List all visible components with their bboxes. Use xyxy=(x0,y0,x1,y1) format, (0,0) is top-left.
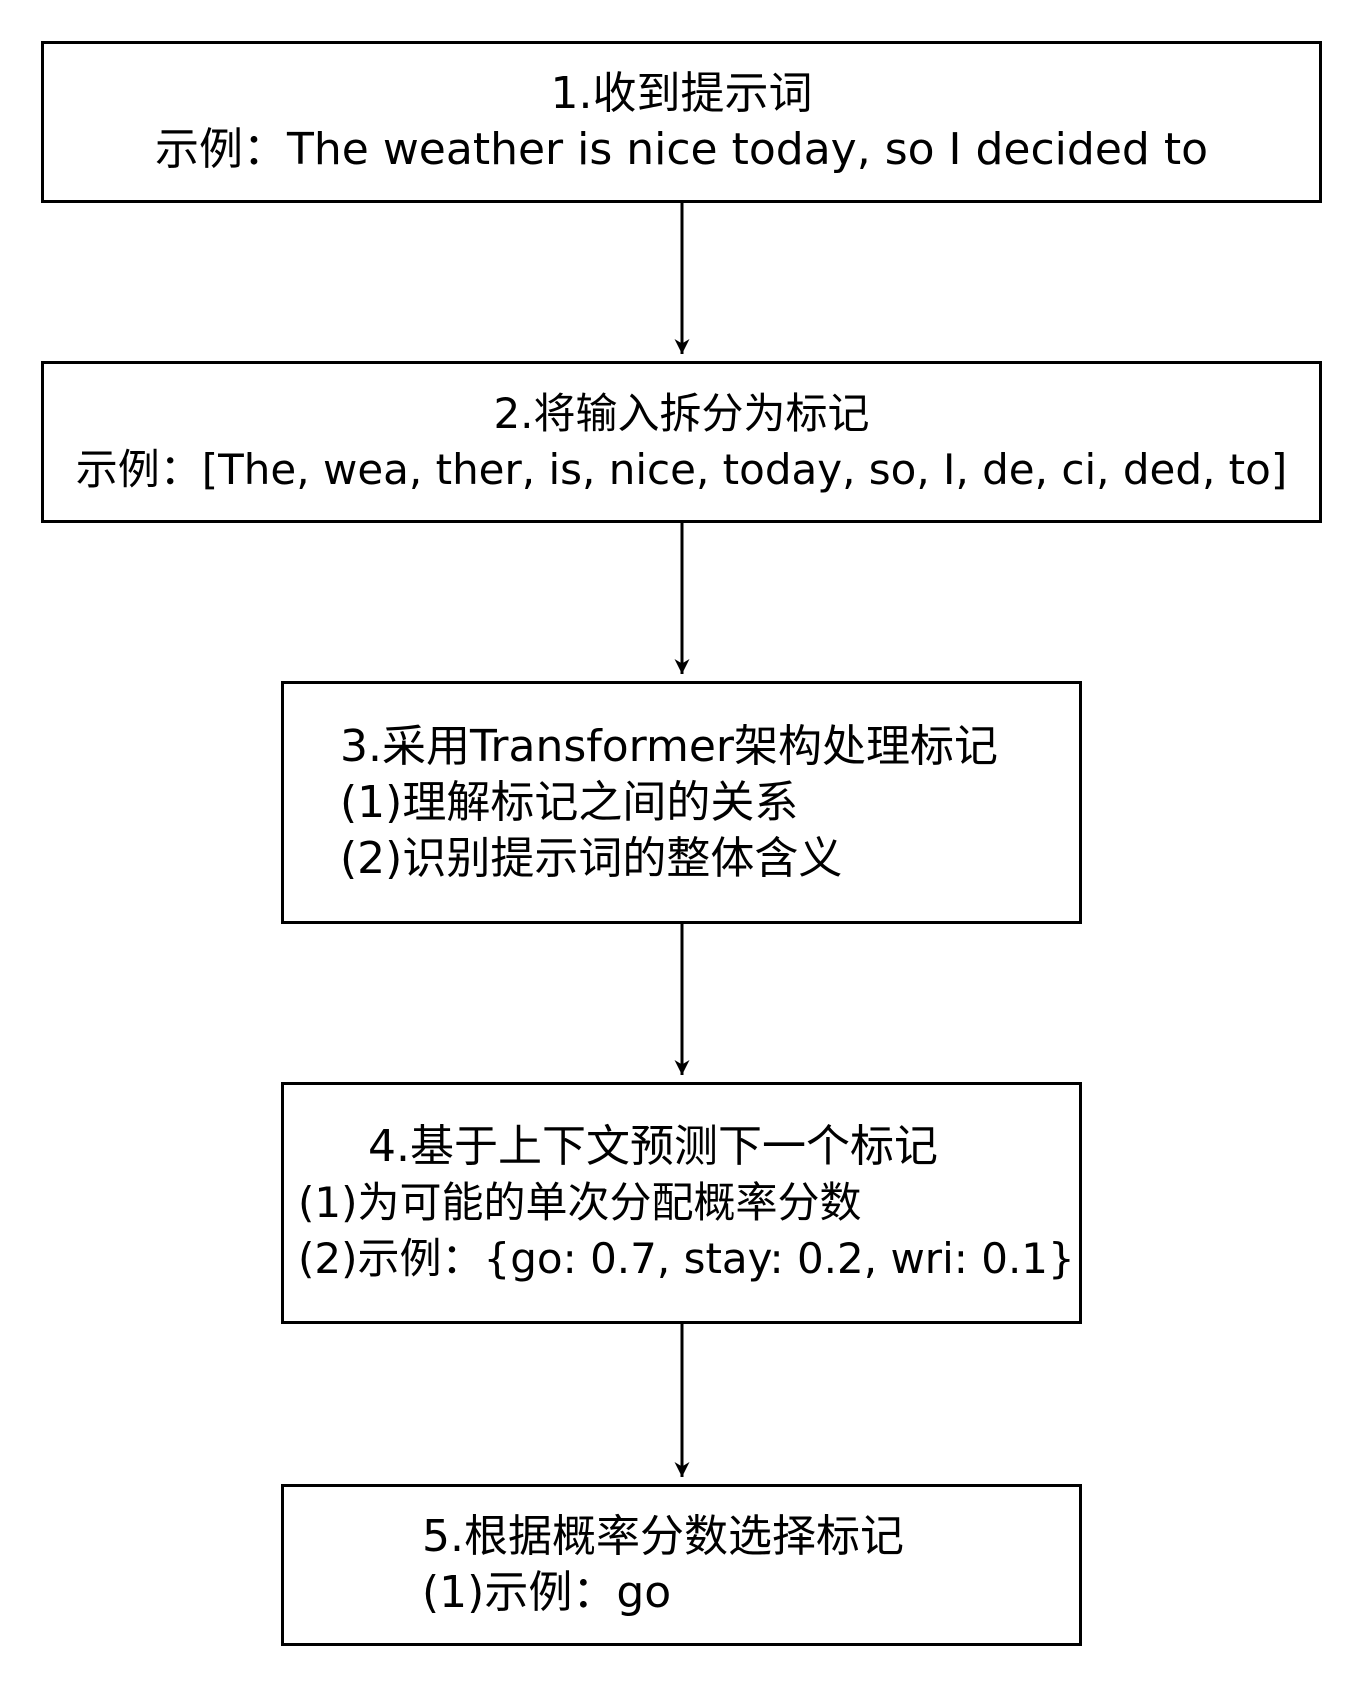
step-1-box: 1.收到提示词 示例：The weather is nice today, so… xyxy=(41,41,1322,203)
step-1-title: 1.收到提示词 xyxy=(550,68,813,119)
step-5-box: 5.根据概率分数选择标记 (1)示例：go xyxy=(281,1484,1082,1646)
step-4-box: 4.基于上下文预测下一个标记 (1)为可能的单次分配概率分数 (2)示例：{go… xyxy=(281,1082,1082,1324)
step-4-item-2: (2)示例：{go: 0.7, stay: 0.2, wri: 0.1} xyxy=(298,1234,1075,1283)
step-3-item-1: (1)理解标记之间的关系 xyxy=(340,776,799,828)
step-4-item-1: (1)为可能的单次分配概率分数 xyxy=(298,1178,862,1227)
step-5-title: 5.根据概率分数选择标记 xyxy=(422,1511,904,1562)
step-3-item-2: (2)识别提示词的整体含义 xyxy=(340,832,843,884)
step-3-box: 3.采用Transformer架构处理标记 (1)理解标记之间的关系 (2)识别… xyxy=(281,681,1082,924)
step-1-example: 示例：The weather is nice today, so I decid… xyxy=(155,124,1208,175)
step-4-title: 4.基于上下文预测下一个标记 xyxy=(368,1121,938,1172)
step-2-example: 示例：[The, wea, ther, is, nice, today, so,… xyxy=(75,445,1288,494)
step-2-title: 2.将输入拆分为标记 xyxy=(493,389,870,438)
step-2-box: 2.将输入拆分为标记 示例：[The, wea, ther, is, nice,… xyxy=(41,361,1322,523)
step-5-example: (1)示例：go xyxy=(422,1567,672,1618)
step-3-title: 3.采用Transformer架构处理标记 xyxy=(340,720,999,772)
